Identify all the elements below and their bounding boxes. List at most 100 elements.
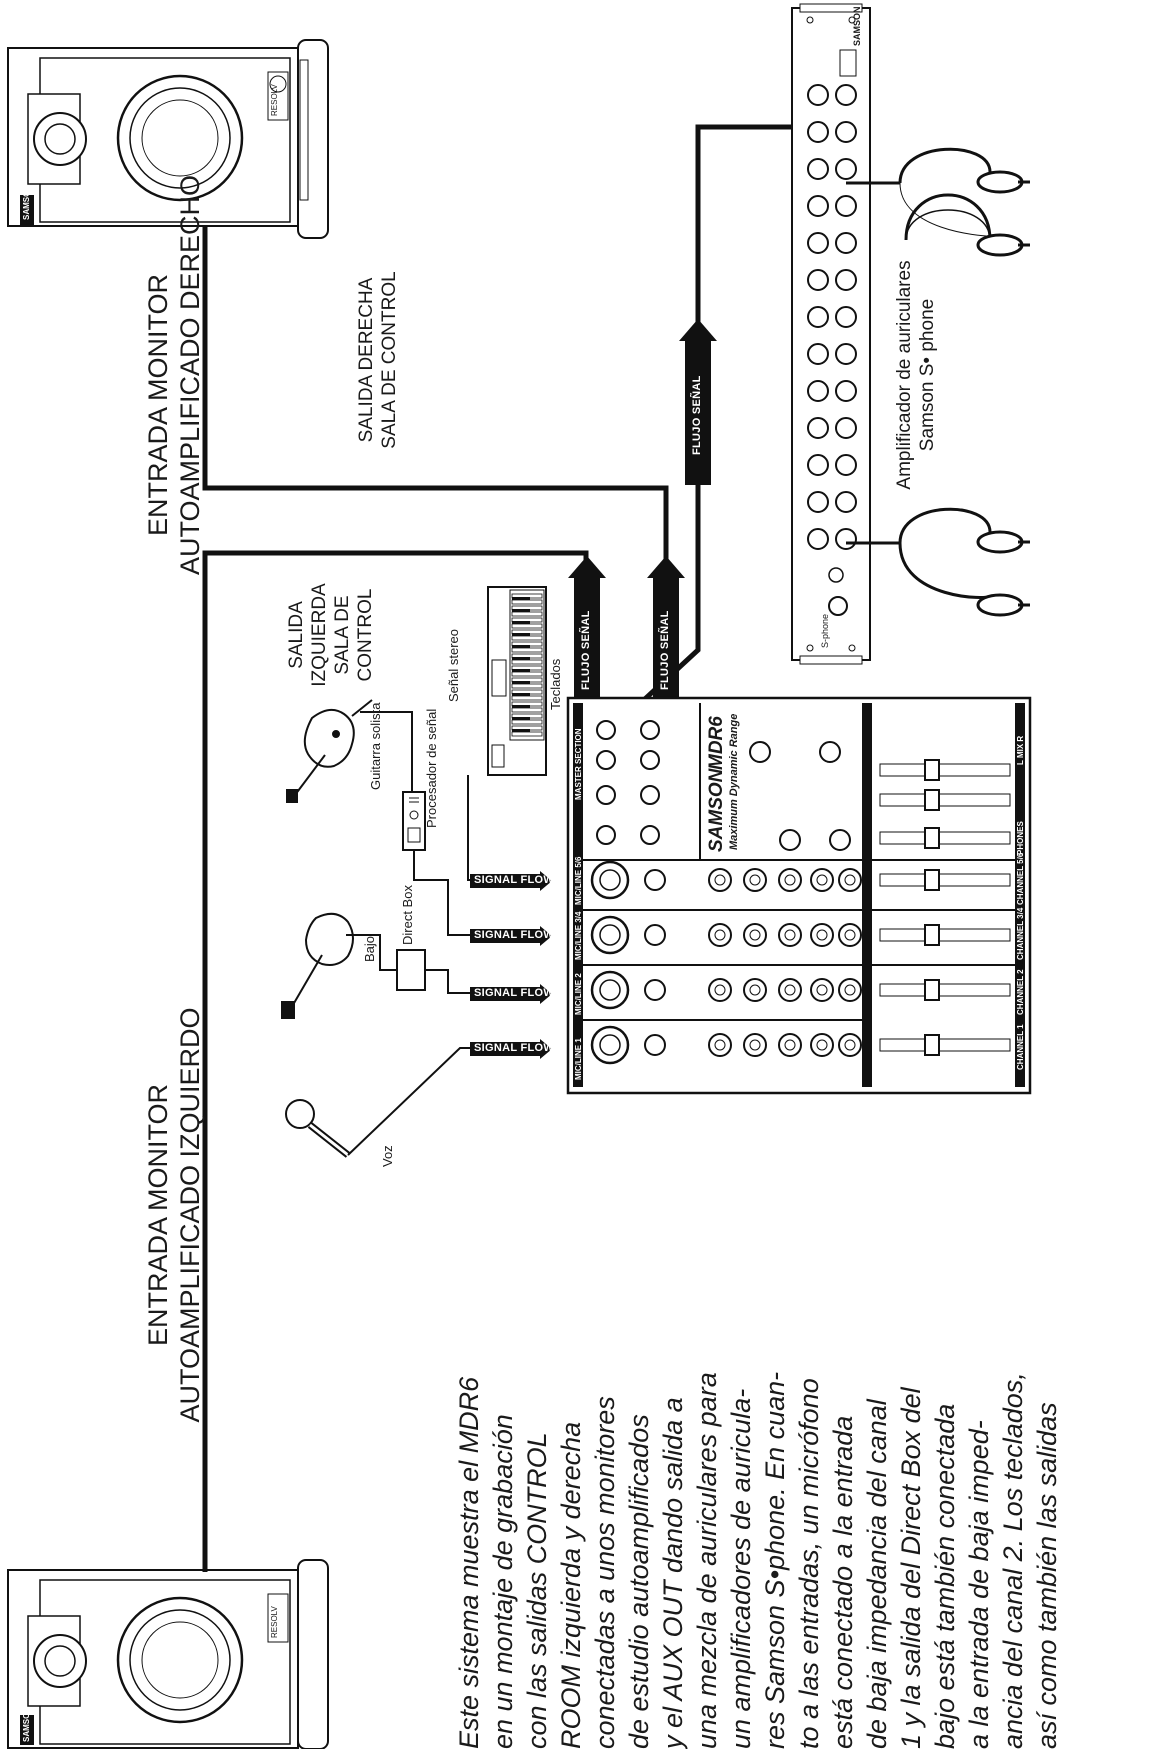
keyboard-key xyxy=(511,707,543,713)
amp-knob xyxy=(807,121,829,143)
master-knob xyxy=(749,741,771,763)
amp-knob xyxy=(807,232,829,254)
keyboard-cable xyxy=(467,775,548,881)
mixer-knob-cap xyxy=(844,1039,856,1051)
keyboard-black-key xyxy=(512,693,530,696)
mixer-knob-cap xyxy=(784,929,796,941)
flow-bars xyxy=(568,319,717,722)
mixer-knob-cap xyxy=(816,1039,828,1051)
headphone-amplifier-unit xyxy=(791,3,871,665)
bass-guitar-icon xyxy=(281,912,354,1019)
monitor-speaker-left xyxy=(7,1559,329,1749)
amp-knob xyxy=(807,84,829,106)
amp-knob xyxy=(807,195,829,217)
channel-fader xyxy=(879,983,1011,997)
guitar-cable xyxy=(360,711,413,795)
signal-processor xyxy=(402,791,426,851)
amp-knob xyxy=(835,380,857,402)
fader-cap xyxy=(924,827,940,849)
mixer-knob-cap xyxy=(784,984,796,996)
monitor-speaker-right xyxy=(7,39,329,239)
mixer-knob-cap xyxy=(784,1039,796,1051)
signal-flow-tags xyxy=(470,871,552,1059)
stereo-cable xyxy=(413,850,548,936)
amp-knob xyxy=(835,306,857,328)
keyboard-black-key xyxy=(512,717,530,720)
mixer-knob-cap xyxy=(844,874,856,886)
amp-knob xyxy=(835,121,857,143)
channel-fader xyxy=(879,928,1011,942)
master-fader xyxy=(879,831,1011,845)
xlr-inner xyxy=(599,869,621,891)
amp-knob xyxy=(807,491,829,513)
master-output-jack xyxy=(640,750,660,770)
fader-cap xyxy=(924,979,940,1001)
keyboard-black-key xyxy=(512,645,530,648)
mixer-knob-cap xyxy=(816,874,828,886)
mixer-knob-cap xyxy=(784,874,796,886)
mixer-knob-cap xyxy=(816,984,828,996)
keyboard-instrument xyxy=(487,586,547,776)
mixer-knob-cap xyxy=(714,984,726,996)
amp-knob xyxy=(835,158,857,180)
amp-knob xyxy=(807,528,829,550)
keyboard-key xyxy=(511,731,543,737)
master-knob xyxy=(779,829,801,851)
keyboard-black-key xyxy=(512,681,530,684)
keyboard-key xyxy=(511,683,543,689)
mixer-knob-cap xyxy=(749,984,761,996)
electric-guitar-icon xyxy=(286,699,373,803)
mixer-knob-cap xyxy=(844,929,856,941)
master-output-jack xyxy=(596,750,616,770)
amp-knob xyxy=(835,491,857,513)
keyboard-key xyxy=(511,599,543,605)
master-output-jack xyxy=(596,825,616,845)
fader-cap xyxy=(924,789,940,811)
amp-knob xyxy=(835,195,857,217)
mixer-knob-cap xyxy=(749,874,761,886)
keyboard-black-key xyxy=(512,657,530,660)
amp-knob xyxy=(835,343,857,365)
master-output-jack xyxy=(596,720,616,740)
line-input-jack xyxy=(644,1034,666,1056)
fader-cap xyxy=(924,759,940,781)
xlr-inner xyxy=(599,979,621,1001)
mixer-knob-cap xyxy=(816,929,828,941)
xlr-inner xyxy=(599,924,621,946)
channel-fader xyxy=(879,1038,1011,1052)
amp-knob xyxy=(807,269,829,291)
master-output-jack xyxy=(596,785,616,805)
keyboard-key xyxy=(511,623,543,629)
xlr-inner xyxy=(599,1034,621,1056)
amp-knob xyxy=(807,380,829,402)
keyboard-key xyxy=(511,719,543,725)
amp-knob xyxy=(807,454,829,476)
mixer-knob-cap xyxy=(749,929,761,941)
master-output-jack xyxy=(640,785,660,805)
keyboard-black-key xyxy=(512,597,530,600)
mixer-knob-cap xyxy=(714,874,726,886)
master-output-jack xyxy=(640,720,660,740)
direct-box xyxy=(396,949,426,991)
keyboard-black-key xyxy=(512,705,530,708)
line-input-jack xyxy=(644,924,666,946)
microphone-icon xyxy=(285,1099,351,1158)
headphones-icon xyxy=(846,507,1030,617)
channel-fader xyxy=(879,873,1011,887)
mixer-knob-cap xyxy=(714,929,726,941)
amp-knob xyxy=(807,343,829,365)
amp-knob xyxy=(835,528,857,550)
mixer-knob-cap xyxy=(714,1039,726,1051)
keyboard-key xyxy=(511,659,543,665)
keyboard-black-key xyxy=(512,729,530,732)
amp-knob xyxy=(807,417,829,439)
master-fader xyxy=(879,763,1011,777)
mixer-knob-cap xyxy=(749,1039,761,1051)
keyboard-key xyxy=(511,671,543,677)
keyboard-key xyxy=(511,611,543,617)
bass-cable xyxy=(346,934,397,971)
mdr6-mixer xyxy=(566,696,1032,1095)
keyboard-key xyxy=(511,647,543,653)
fader-cap xyxy=(924,1034,940,1056)
